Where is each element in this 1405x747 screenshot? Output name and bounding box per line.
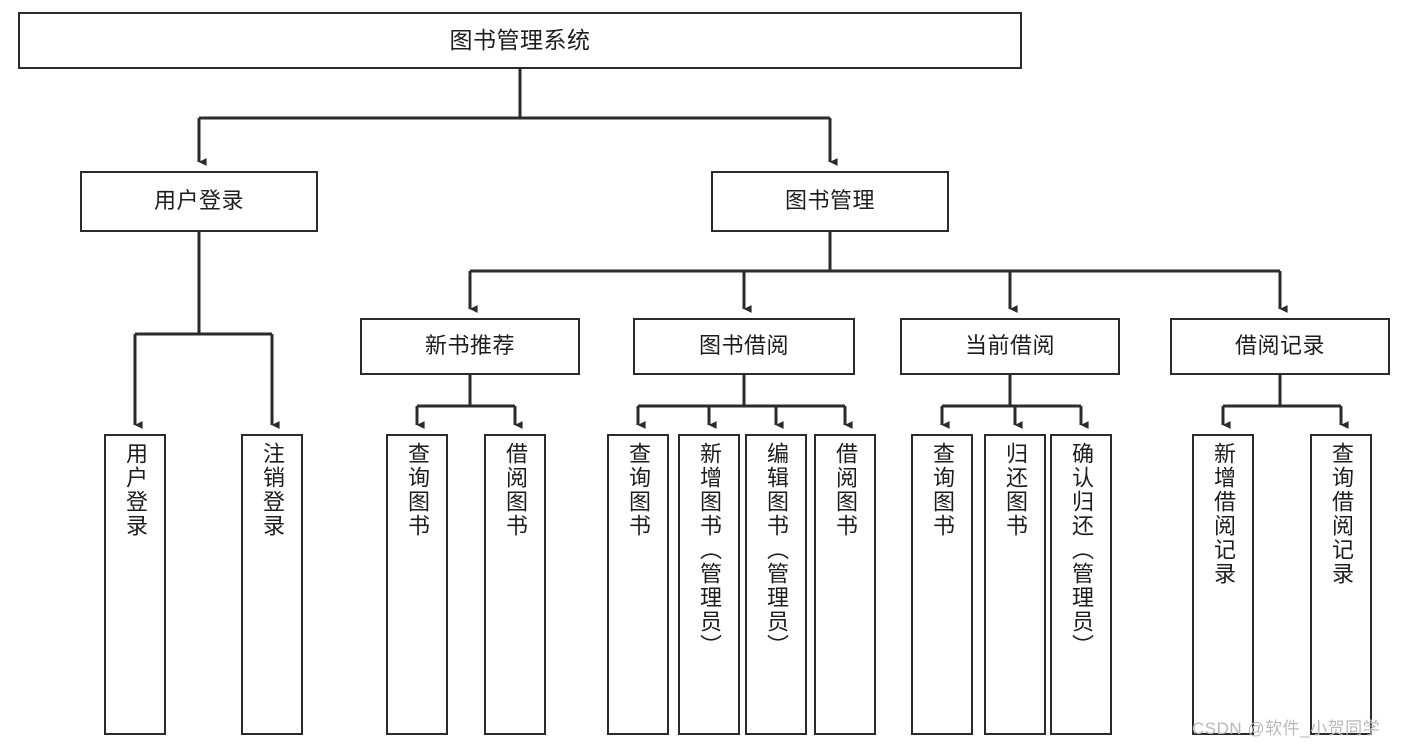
node-leaf-query-book-borrow[interactable]: 查询图书 — [607, 434, 669, 735]
node-leaf-query-book-current[interactable]: 查询图书 — [911, 434, 973, 735]
node-new-book-recommend[interactable]: 新书推荐 — [360, 318, 580, 375]
node-leaf-add-borrow-record-label: 新增借阅记录 — [1211, 442, 1236, 586]
node-borrow-records-label: 借阅记录 — [1234, 333, 1325, 359]
node-borrow-records[interactable]: 借阅记录 — [1170, 318, 1390, 375]
csdn-watermark: CSDN @软件_小贺同学 — [1192, 719, 1381, 738]
node-book-management[interactable]: 图书管理 — [711, 171, 949, 232]
node-root-label: 图书管理系统 — [449, 26, 591, 53]
node-leaf-query-borrow-record[interactable]: 查询借阅记录 — [1310, 434, 1372, 735]
node-leaf-edit-book-admin-label: 编辑图书（管理员） — [764, 442, 789, 658]
node-leaf-return-book[interactable]: 归还图书 — [984, 434, 1046, 735]
node-leaf-borrow-book-label: 借阅图书 — [833, 442, 858, 538]
node-leaf-add-book-admin[interactable]: 新增图书（管理员） — [678, 434, 740, 735]
node-book-management-label: 图书管理 — [784, 188, 875, 214]
node-current-borrow-label: 当前借阅 — [964, 333, 1055, 359]
node-root[interactable]: 图书管理系统 — [18, 12, 1022, 69]
node-user-login-label: 用户登录 — [153, 188, 244, 214]
node-leaf-query-book-rec[interactable]: 查询图书 — [386, 434, 448, 735]
node-leaf-return-book-label: 归还图书 — [1003, 442, 1028, 538]
node-leaf-borrow-book-rec-label: 借阅图书 — [503, 442, 528, 538]
node-leaf-logout-label: 注销登录 — [260, 442, 285, 538]
node-leaf-borrow-book-rec[interactable]: 借阅图书 — [484, 434, 546, 735]
node-leaf-add-book-admin-label: 新增图书（管理员） — [697, 442, 722, 658]
node-leaf-query-book-borrow-label: 查询图书 — [626, 442, 651, 538]
node-leaf-user-login-label: 用户登录 — [123, 442, 148, 538]
node-book-borrow-label: 图书借阅 — [698, 333, 789, 359]
node-leaf-borrow-book[interactable]: 借阅图书 — [814, 434, 876, 735]
node-leaf-edit-book-admin[interactable]: 编辑图书（管理员） — [745, 434, 807, 735]
node-leaf-add-borrow-record[interactable]: 新增借阅记录 — [1192, 434, 1254, 735]
node-user-login[interactable]: 用户登录 — [80, 171, 318, 232]
node-current-borrow[interactable]: 当前借阅 — [900, 318, 1120, 375]
node-book-borrow[interactable]: 图书借阅 — [633, 318, 855, 375]
node-leaf-query-borrow-record-label: 查询借阅记录 — [1329, 442, 1354, 586]
node-leaf-query-book-current-label: 查询图书 — [930, 442, 955, 538]
node-new-book-recommend-label: 新书推荐 — [424, 333, 515, 359]
node-leaf-confirm-return-admin-label: 确认归还（管理员） — [1069, 442, 1094, 658]
node-leaf-confirm-return-admin[interactable]: 确认归还（管理员） — [1050, 434, 1112, 735]
node-leaf-query-book-rec-label: 查询图书 — [405, 442, 430, 538]
node-leaf-user-login[interactable]: 用户登录 — [104, 434, 166, 735]
node-leaf-logout[interactable]: 注销登录 — [241, 434, 303, 735]
